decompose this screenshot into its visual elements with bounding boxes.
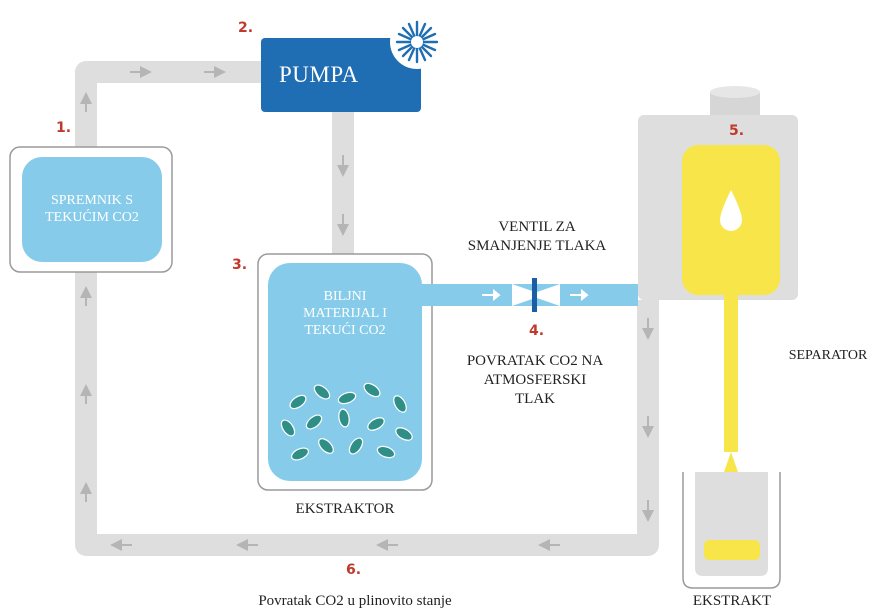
valve-icon [532, 278, 537, 312]
return-atm-line-1: POVRATAK CO2 NA [466, 353, 604, 369]
return-atm-label: POVRATAK CO2 NA ATMOSFERSKI TLAK [440, 352, 630, 409]
valve-label-line-1: VENTIL ZA [498, 219, 576, 235]
step-number-4: 4. [529, 323, 545, 339]
bottom-caption: Povratak CO2 u plinovito stanje [258, 593, 452, 609]
step-number-3: 3. [232, 257, 248, 273]
extractor-label: EKSTRAKTOR [295, 501, 395, 517]
return-atm-line-2: ATMOSFERSKI [483, 372, 587, 388]
tank [9, 146, 173, 273]
separator-label: SEPARATOR [788, 348, 868, 363]
extractor-inner-line-1: BILJNI [323, 289, 367, 304]
valve-label-line-2: SMANJENJE TLAKA [467, 238, 607, 254]
return-atm-line-3: TLAK [515, 391, 555, 407]
extractor-inner-label: BILJNI MATERIJAL I TEKUĆI CO2 [268, 288, 422, 339]
tank-label: SPREMNIK S TEKUĆIM CO2 [22, 192, 162, 226]
step-number-1: 1. [56, 120, 72, 136]
separator [638, 86, 798, 496]
extractor [257, 253, 433, 491]
pump-label: PUMPA [279, 62, 359, 87]
flow-arrows [80, 66, 654, 551]
drop-icon [720, 190, 742, 231]
step-number-6: 6. [346, 562, 362, 578]
step-number-2: 2. [238, 20, 254, 36]
valve-pipe [420, 278, 638, 312]
valve-label: VENTIL ZA SMANJENJE TLAKA [446, 218, 628, 256]
extractor-inner-line-2: MATERIJAL I [303, 306, 387, 321]
extract-label: EKSTRAKT [692, 593, 772, 609]
extractor-inner-line-3: TEKUĆI CO2 [304, 323, 386, 338]
step-number-5: 5. [729, 123, 745, 139]
leaves [280, 382, 413, 461]
tank-label-line-1: SPREMNIK S [50, 193, 134, 208]
tank-label-line-2: TEKUĆIM CO2 [45, 210, 139, 225]
pump [261, 15, 444, 112]
beaker [682, 472, 781, 589]
